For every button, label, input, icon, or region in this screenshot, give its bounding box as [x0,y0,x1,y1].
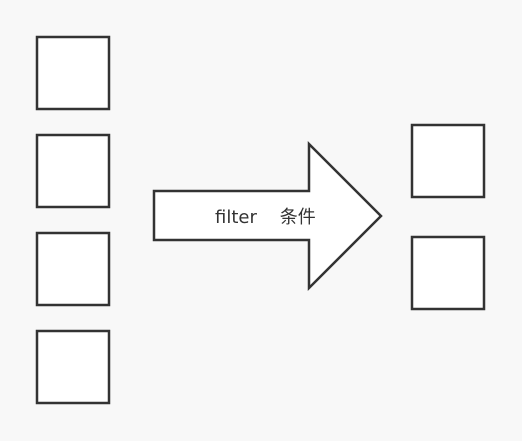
filter-arrow: filter 条件 [152,140,383,292]
arrow-shape [152,140,383,292]
input-box-3 [35,231,111,307]
output-box-group [410,123,486,311]
arrow-label: filter 条件 [215,207,316,228]
input-box-4 [35,329,111,405]
input-box-2 [35,133,111,209]
output-box-2 [410,235,486,311]
output-box-1 [410,123,486,199]
input-box-group [35,35,111,405]
input-box-1 [35,35,111,111]
